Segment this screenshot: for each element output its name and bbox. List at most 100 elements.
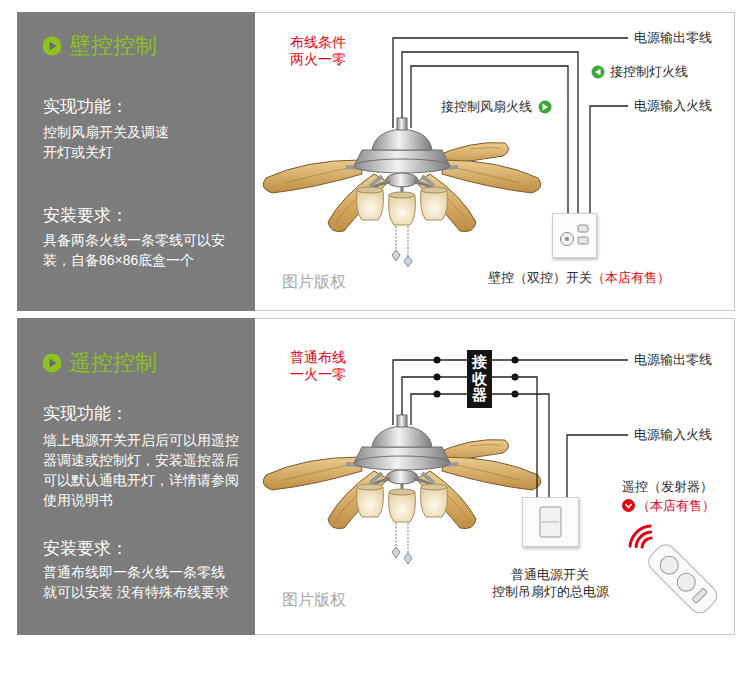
switch-caption: 普通电源开关 xyxy=(485,566,615,583)
pointer-icon xyxy=(595,69,601,76)
wire-joint xyxy=(434,357,441,364)
text-slot: 安装要求： xyxy=(43,205,128,227)
wire-label: 接控制灯火线 xyxy=(610,64,688,80)
text-slot: 控制风扇开关及调速开灯或关灯 xyxy=(43,122,173,162)
text-slot: 普通布线即一条火线一条零线就可以安装 没有特殊布线要求 xyxy=(43,562,235,602)
ceiling-fan xyxy=(263,118,541,267)
remote-button xyxy=(674,570,699,595)
section-heading: 安装要求： xyxy=(43,538,128,560)
wire-label: 电源输入火线 xyxy=(634,98,712,114)
wiring-note: 一火一零 xyxy=(290,366,346,383)
light-key xyxy=(578,225,588,232)
text-slot: 遥控控制 xyxy=(69,350,157,376)
signal-wave xyxy=(630,526,650,546)
switch-caption: 控制吊扇灯的总电源 xyxy=(485,583,615,600)
ceiling-fan xyxy=(263,415,541,564)
label-slot: 电源输入火线 xyxy=(634,427,712,443)
light-key xyxy=(578,237,588,244)
label-slot: 接控制灯火线 xyxy=(610,64,688,80)
info-panel: 壁控控制实现功能： 控制风扇开关及调速开灯或关灯安装要求： 具备两条火线一条零线可以… xyxy=(17,12,255,311)
label-slot: 一火一零 xyxy=(290,366,346,383)
text-slot: 壁控控制 xyxy=(69,33,157,59)
panel-frame xyxy=(18,319,735,635)
switch-plate xyxy=(522,497,579,547)
remote-control: 遥控（发射器） （本店有售） xyxy=(622,479,722,618)
signal-wave xyxy=(642,538,651,547)
label-slot: 接控制风扇火线 xyxy=(441,99,532,115)
caption-row: 壁控（双控）开关（本店有售） xyxy=(488,269,670,286)
wire-connector xyxy=(492,377,537,497)
speed-dial xyxy=(561,233,574,246)
signal-wave xyxy=(636,532,651,547)
wiring xyxy=(402,52,578,213)
label-slot: 电源输出零线 xyxy=(634,30,712,46)
label-slot: 电源输出零线 xyxy=(634,352,712,368)
text-slot: 具备两条火线一条零线可以安装，自备86×86底盒一个 xyxy=(43,230,231,270)
wire-joint xyxy=(434,374,441,381)
sale-row: （本店有售） xyxy=(622,497,722,514)
pointer-icon xyxy=(543,104,549,111)
play-icon-disc xyxy=(43,37,62,56)
label-slot: 图片版权 xyxy=(282,272,346,291)
text-slot: 实现功能： xyxy=(43,96,128,118)
remote-body xyxy=(645,541,721,617)
switch-caption: 壁控（双控）开关 xyxy=(488,270,592,285)
text-slot: 安装要求： xyxy=(43,538,128,560)
wire-joint xyxy=(434,391,441,398)
section-body: 控制风扇开关及调速开灯或关灯 xyxy=(43,122,173,162)
switch-plate xyxy=(552,213,597,258)
label-slot: 布线条件 xyxy=(290,34,346,51)
watermark: 图片版权 xyxy=(282,272,346,291)
pointer-icon xyxy=(539,66,605,114)
panel-title: 遥控控制 xyxy=(69,350,157,376)
remote-button xyxy=(657,553,682,578)
sale-note: （本店有售） xyxy=(592,270,670,285)
info-panel: 遥控控制实现功能： 墙上电源开关开启后可以用遥控器调速或控制灯，安装遥控器后可以默… xyxy=(17,318,255,635)
power-switch: 普通电源开关控制吊扇灯的总电源 xyxy=(485,497,615,600)
play-icon-disc xyxy=(43,354,62,373)
receiver-label: 接收器 xyxy=(472,354,487,404)
remote-caption: 遥控（发射器） xyxy=(622,479,722,495)
watermark: 图片版权 xyxy=(282,590,346,609)
wall-switch: 壁控（双控）开关（本店有售） xyxy=(488,213,670,286)
wiring xyxy=(590,106,628,213)
section-heading: 实现功能： xyxy=(43,403,128,425)
receiver-box: 接收器 xyxy=(467,350,492,408)
play-icon-arrow xyxy=(50,359,57,368)
wire-label: 接控制风扇火线 xyxy=(441,99,532,115)
wire-label: 电源输入火线 xyxy=(634,427,712,443)
wire-label: 电源输出零线 xyxy=(634,30,712,46)
wire-label: 电源输出零线 xyxy=(634,352,712,368)
rocker-key xyxy=(540,507,561,537)
down-icon-disc xyxy=(622,499,635,512)
wire-joint xyxy=(512,357,519,364)
label-slot: 电源输入火线 xyxy=(634,98,712,114)
wire-connector xyxy=(492,394,549,497)
text-slot: 实现功能： xyxy=(43,403,128,425)
play-icon-arrow xyxy=(50,42,57,51)
dial-mark xyxy=(565,237,569,241)
sale-note: （本店有售） xyxy=(637,498,715,513)
label-slot: 普通布线 xyxy=(290,349,346,366)
down-icon xyxy=(622,499,635,512)
section-body: 墙上电源开关开启后可以用遥控器调速或控制灯，安装遥控器后可以默认通电开灯，详情请… xyxy=(43,430,243,510)
wiring xyxy=(393,38,628,497)
section-body: 普通布线即一条火线一条零线就可以安装 没有特殊布线要求 xyxy=(43,562,235,602)
panel-frame xyxy=(18,13,735,311)
label-slot: 两火一零 xyxy=(290,51,346,68)
wiring-note: 普通布线 xyxy=(290,349,346,366)
caption-block: 普通电源开关控制吊扇灯的总电源 xyxy=(485,566,615,600)
rocker-line xyxy=(542,522,559,523)
pointer-icon xyxy=(539,101,552,114)
pointer-icon xyxy=(592,66,605,79)
wiring xyxy=(567,435,628,497)
remote-case xyxy=(645,541,721,617)
wiring xyxy=(411,66,568,213)
section-heading: 安装要求： xyxy=(43,205,128,227)
label-slot: 图片版权 xyxy=(282,590,346,609)
switch-face xyxy=(553,214,596,257)
wiring xyxy=(402,377,470,415)
wiring-note: 布线条件 xyxy=(290,34,346,51)
section-heading: 实现功能： xyxy=(43,96,128,118)
